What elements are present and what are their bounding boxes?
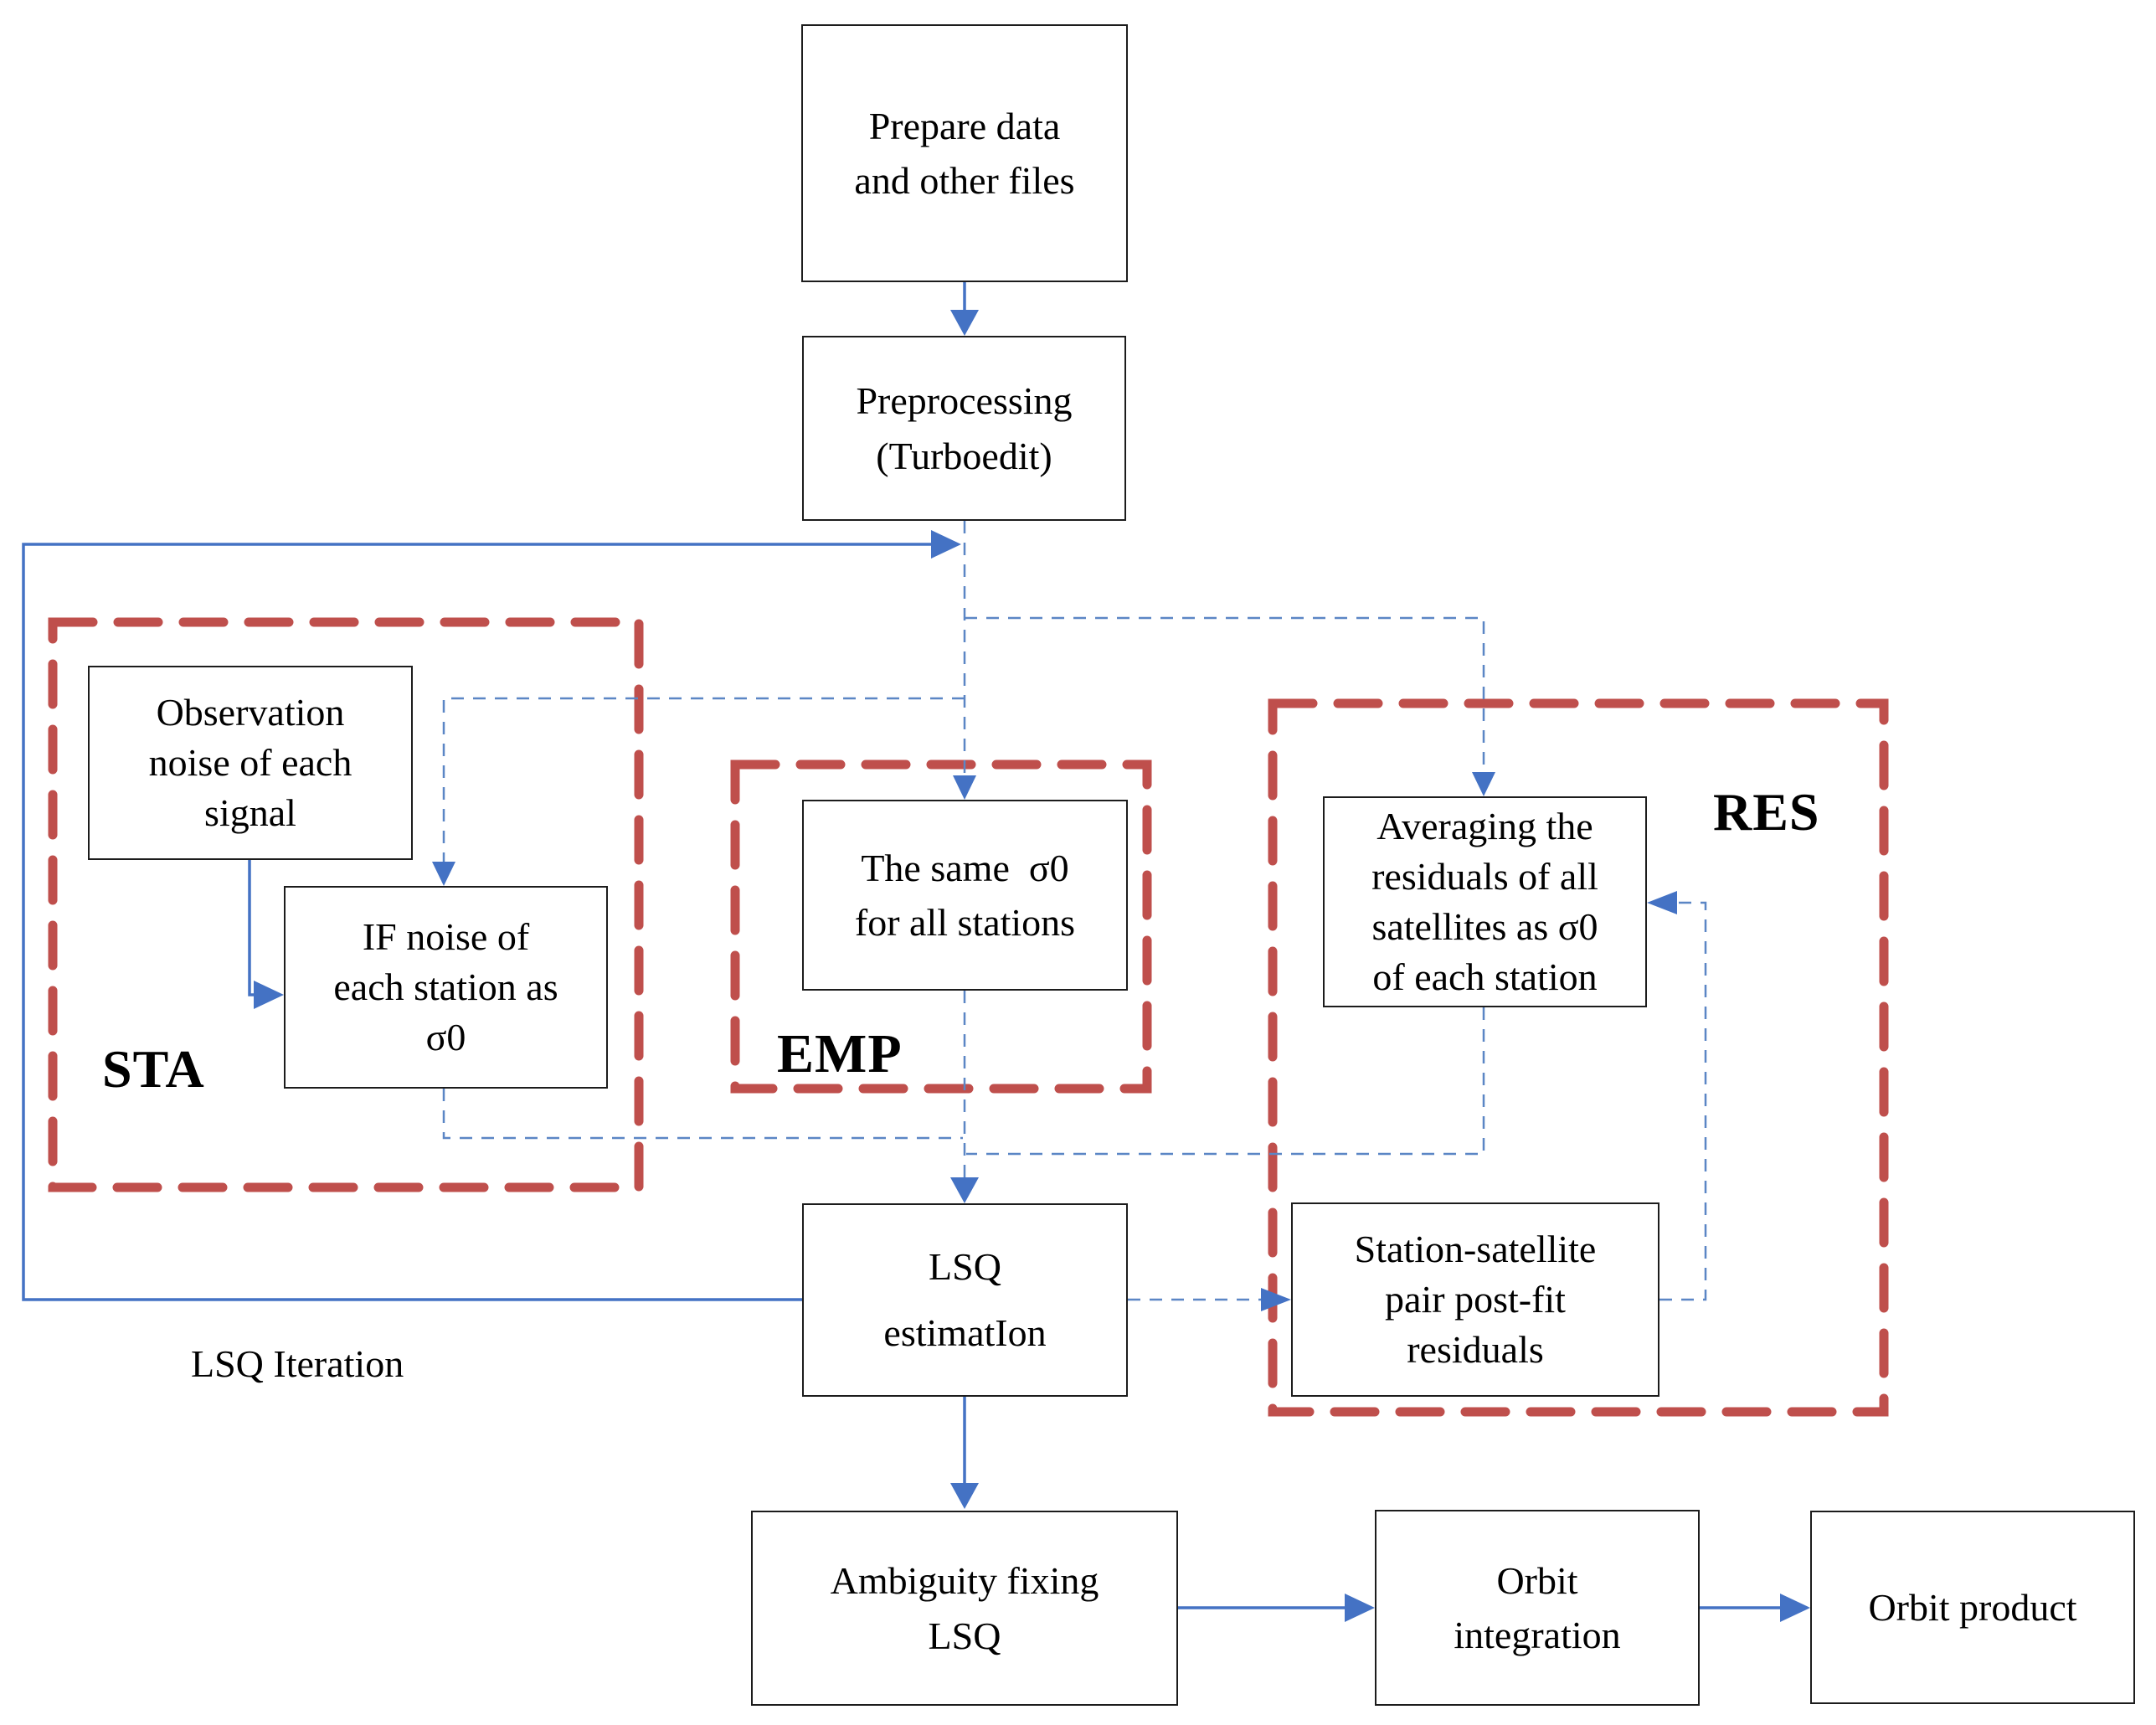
arrowhead-down-icon xyxy=(950,310,979,336)
arrowhead-right-icon xyxy=(1345,1594,1375,1622)
node-lsq-estimation: LSQ estimatIon xyxy=(802,1203,1128,1397)
node-same-sigma0: The same σ0 for all stations xyxy=(802,800,1128,991)
arrowhead-down-icon xyxy=(950,1177,979,1203)
node-orbit-product: Orbit product xyxy=(1810,1511,2135,1704)
arrowhead-down-icon xyxy=(953,775,976,800)
arrowhead-right-icon xyxy=(1780,1594,1810,1622)
arrowhead-down-icon xyxy=(1472,772,1495,796)
region-box-res xyxy=(1268,698,1889,1417)
arrowhead-right-icon xyxy=(254,981,284,1009)
arrowhead-right-icon xyxy=(931,530,961,559)
arrowhead-right-icon xyxy=(1261,1288,1291,1311)
node-ambiguity-fixing: Ambiguity fixing LSQ xyxy=(751,1511,1178,1706)
node-if-noise: IF noise of each station as σ0 xyxy=(284,886,608,1089)
arrowhead-left-icon xyxy=(1647,891,1677,914)
node-orbit-integration: Orbit integration xyxy=(1375,1510,1700,1706)
region-label-sta: STA xyxy=(102,1039,205,1099)
node-prepare-data: Prepare data and other files xyxy=(801,24,1128,282)
flow-lsq-iteration-feedback xyxy=(22,543,931,1301)
dashed-stationsat-to-averaging xyxy=(1659,901,1707,1301)
dashed-ifnoise-to-center xyxy=(442,1089,963,1140)
arrowhead-down-icon xyxy=(950,1483,979,1509)
node-station-satellite-residuals: Station-satellite pair post-fit residual… xyxy=(1291,1202,1659,1397)
dashed-averaging-to-center xyxy=(966,1007,1485,1156)
flow-observation-to-ifnoise xyxy=(248,860,254,996)
region-label-emp: EMP xyxy=(777,1023,903,1084)
node-preprocessing: Preprocessing (Turboedit) xyxy=(802,336,1126,521)
lsq-iteration-label: LSQ Iteration xyxy=(191,1342,404,1385)
region-box-sta xyxy=(48,617,644,1192)
dashed-center-to-averaging xyxy=(965,616,1485,773)
region-box-emp xyxy=(730,760,1152,1094)
region-label-res: RES xyxy=(1713,782,1820,842)
node-averaging-residuals: Averaging the residuals of all satellite… xyxy=(1323,796,1647,1007)
arrowhead-down-icon xyxy=(432,862,455,886)
node-observation-noise: Observation noise of each signal xyxy=(88,666,413,860)
